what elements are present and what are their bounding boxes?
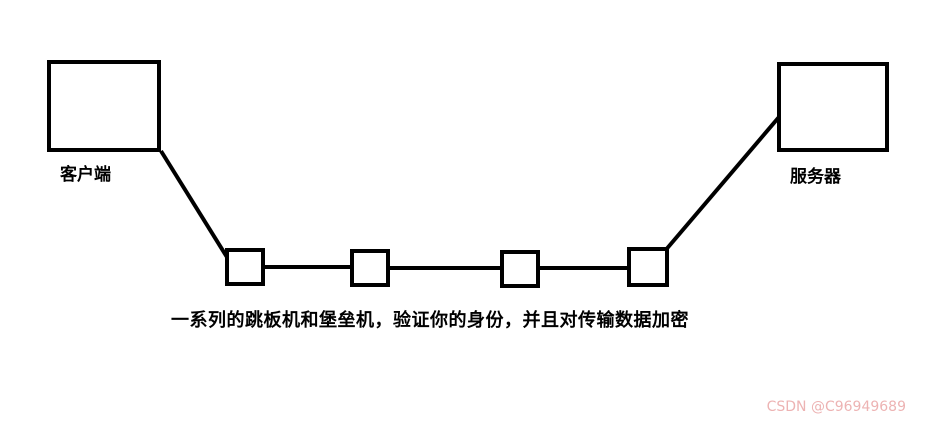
jump-server-box bbox=[350, 249, 390, 287]
watermark-text: CSDN @C96949689 bbox=[766, 399, 906, 415]
jump-server-box bbox=[225, 248, 265, 286]
client-box bbox=[47, 60, 161, 152]
client-label: 客户端 bbox=[60, 165, 111, 185]
jump-server-box bbox=[500, 250, 540, 288]
server-label: 服务器 bbox=[790, 167, 841, 187]
jump-server-box bbox=[627, 247, 669, 287]
client-to-jump-line bbox=[159, 149, 232, 264]
server-box bbox=[777, 62, 889, 152]
jump-to-server-line bbox=[662, 115, 781, 254]
diagram-caption: 一系列的跳板机和堡垒机，验证你的身份，并且对传输数据加密 bbox=[171, 310, 689, 331]
